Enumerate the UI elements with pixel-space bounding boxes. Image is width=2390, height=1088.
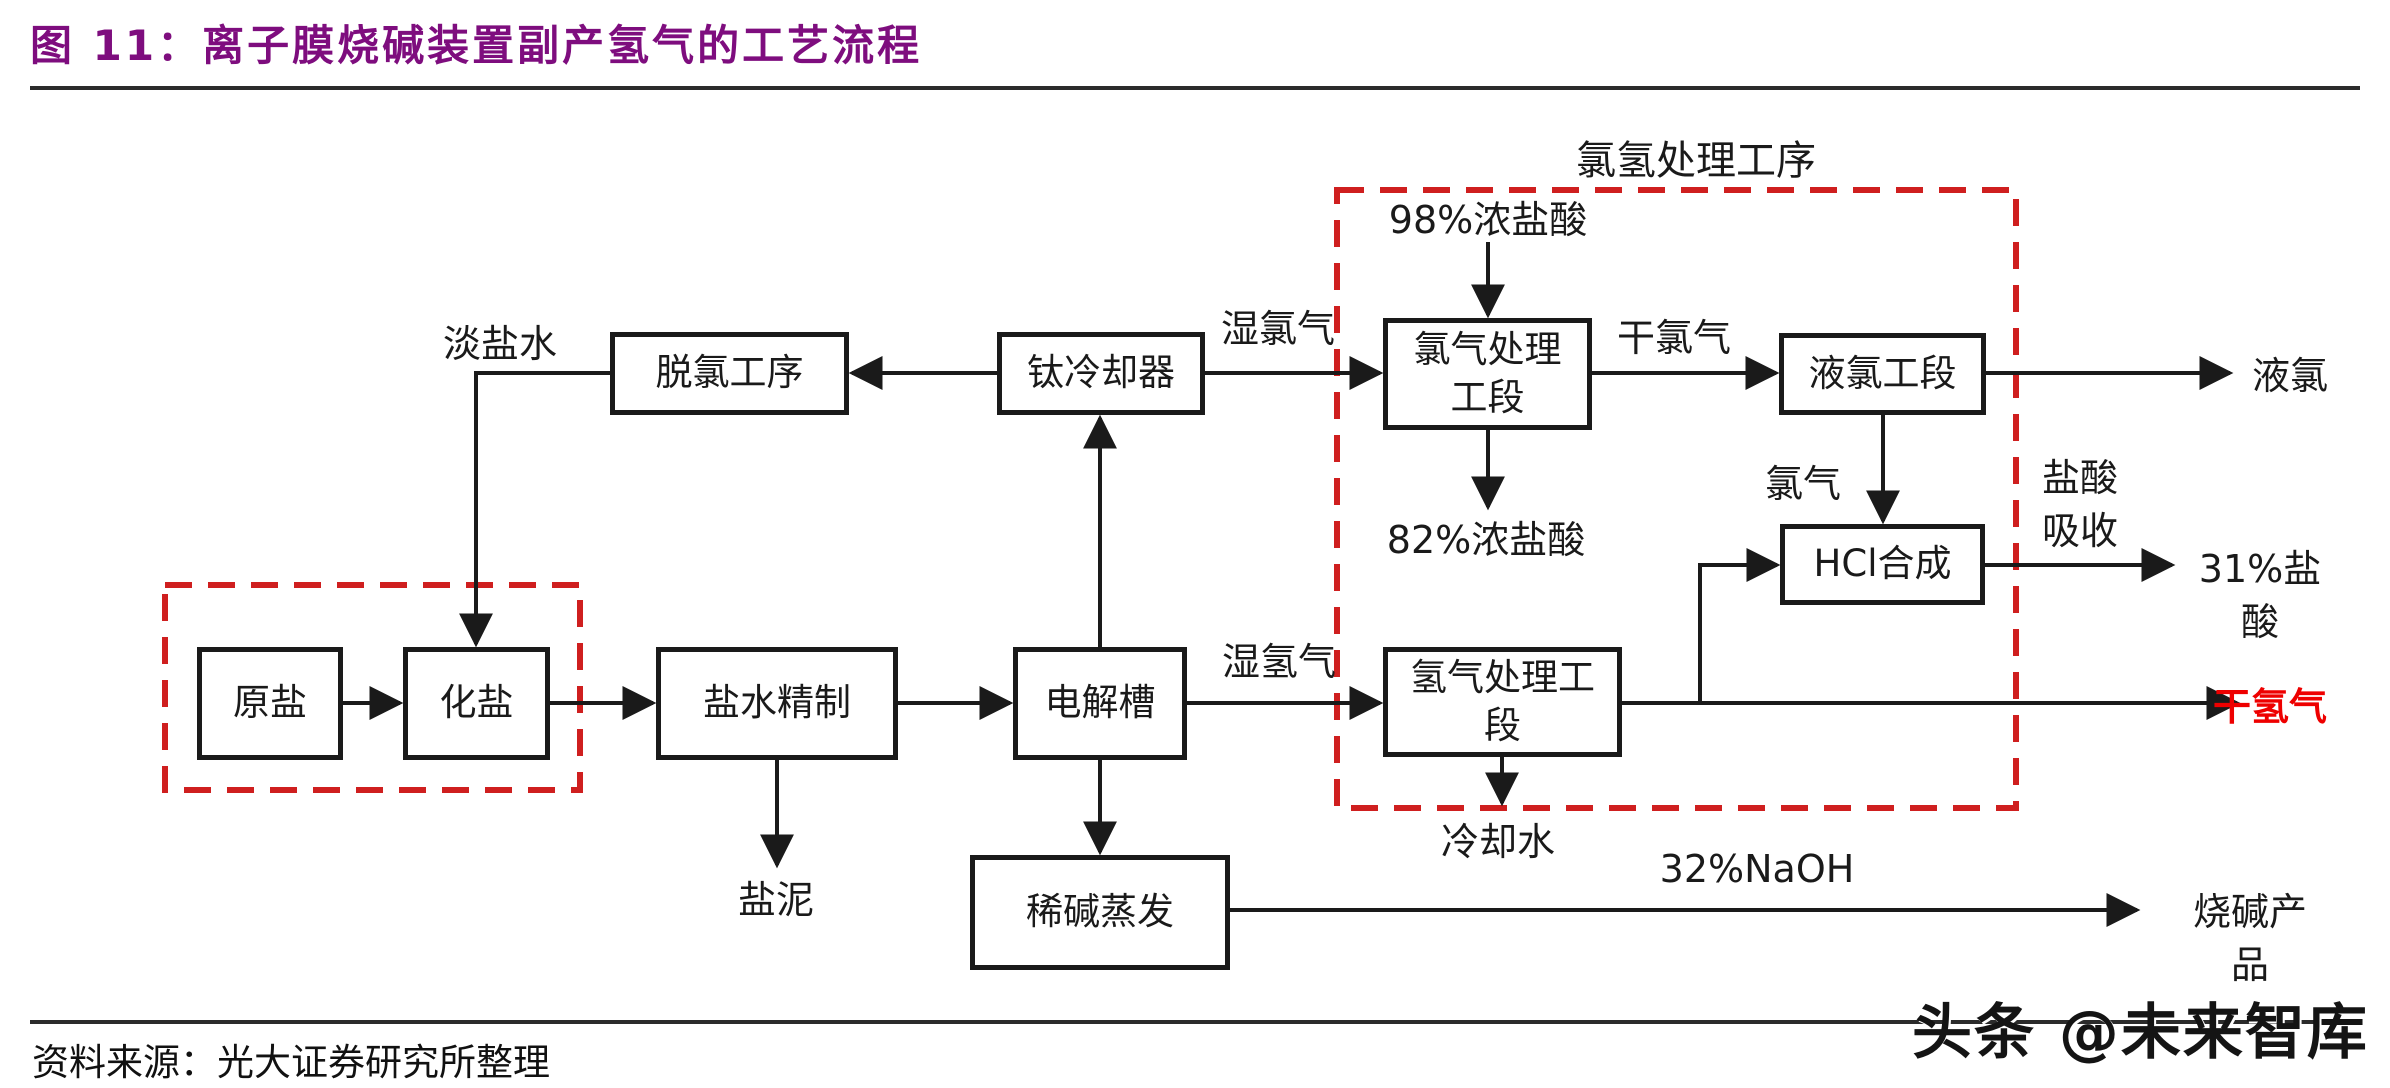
top-divider-line: [30, 86, 2360, 90]
label-hcl98: 98%浓盐酸: [1388, 198, 1588, 242]
flow-h2-to-hclsyn: [1698, 548, 1781, 703]
watermark: 头条 @未来智库: [1912, 998, 2369, 1068]
box-brine-refining: 盐水精制: [656, 647, 898, 760]
box-dilute-alkali-evap: 稀碱蒸发: [970, 855, 1230, 970]
label-salt-mud: 盐泥: [737, 878, 815, 922]
label-dilute-brine: 淡盐水: [442, 322, 558, 366]
label-cl2: 氯气: [1764, 462, 1842, 506]
box-cl2-treatment: 氯气处理 工段: [1383, 318, 1592, 430]
bottom-divider-line: [30, 1020, 2360, 1024]
label-dry-cl2: 干氯气: [1616, 316, 1732, 360]
label-hcl82: 82%浓盐酸: [1386, 518, 1586, 562]
flow-dechlor-to-dissolve: [459, 371, 610, 648]
label-caustic-product: 烧碱产品: [2192, 890, 2307, 988]
label-cooling-water: 冷却水: [1440, 820, 1556, 864]
figure-title: 图 11：离子膜烧碱装置副产氢气的工艺流程: [30, 21, 923, 70]
region-label-cl-h2-treatment: 氯氢处理工序: [1576, 138, 1816, 184]
box-ti-cooler: 钛冷却器: [997, 332, 1205, 415]
box-h2-treatment: 氢气处理工 段: [1383, 647, 1622, 757]
box-liquid-cl2: 液氯工段: [1779, 333, 1986, 415]
salt-prep-dashed-region: [162, 582, 583, 793]
box-hcl-synthesis: HCl合成: [1780, 524, 1985, 605]
box-raw-salt: 原盐: [197, 647, 343, 760]
source-note: 资料来源：光大证券研究所整理: [32, 1043, 550, 1084]
label-liquid-cl2-out: 液氯: [2251, 354, 2329, 398]
cl-h2-treatment-dashed-region: [1334, 187, 2019, 811]
label-hcl31: 31%盐酸: [2198, 547, 2322, 645]
label-wet-h2: 湿氢气: [1221, 640, 1337, 684]
box-electrolyzer: 电解槽: [1013, 647, 1187, 760]
label-wet-cl2: 湿氯气: [1220, 307, 1336, 351]
label-hcl-absorb: 盐酸 吸收: [2041, 456, 2119, 554]
box-dechlorination: 脱氯工序: [610, 332, 849, 415]
label-naoh32: 32%NaOH: [1659, 847, 1855, 891]
box-dissolve-salt: 化盐: [403, 647, 550, 760]
label-dry-h2: 干氢气: [2212, 685, 2328, 729]
